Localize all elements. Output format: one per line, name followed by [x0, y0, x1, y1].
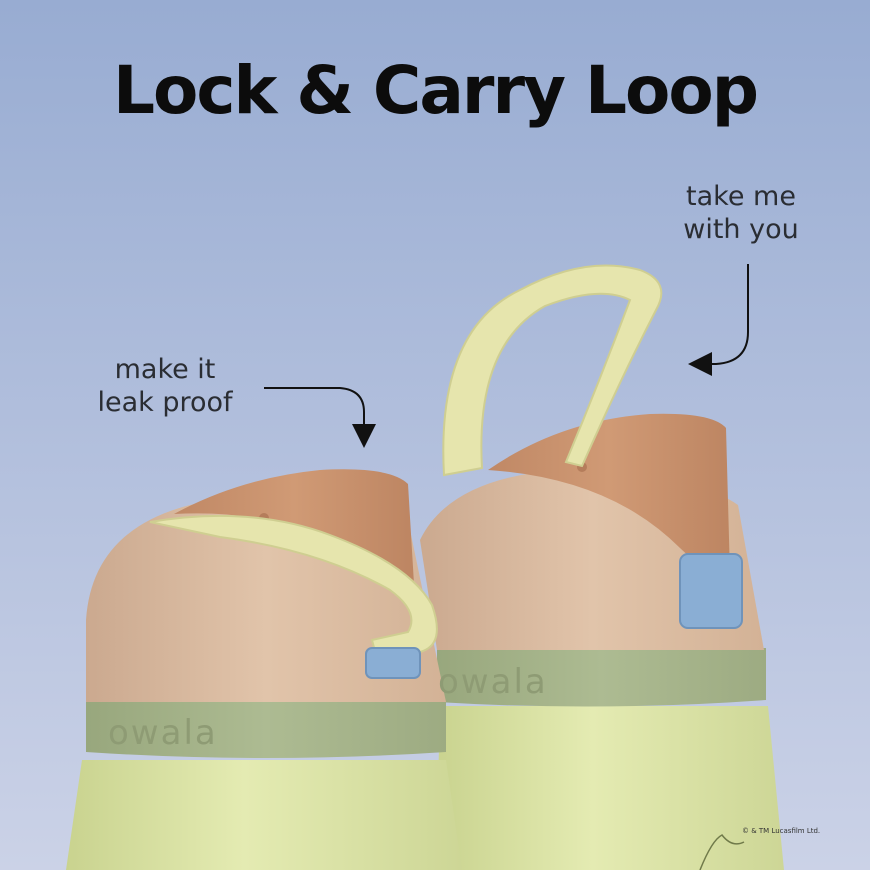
left-bottle-carry-loop	[149, 514, 438, 657]
right-bottle-band	[437, 648, 766, 707]
callout-leak-proof-line-1: make it	[114, 354, 216, 385]
arrow-carry-head	[688, 352, 712, 376]
right-bottle-doodle	[699, 834, 745, 870]
arrow-carry	[696, 264, 749, 365]
callout-leak-proof: make it leak proof	[78, 353, 252, 419]
left-bottle	[66, 469, 462, 870]
left-bottle-brand-logo: owala	[108, 713, 218, 753]
left-bottle-body	[66, 760, 462, 870]
right-bottle-lock-button	[679, 553, 743, 629]
callout-carry-line-2: with you	[683, 214, 799, 245]
right-bottle-brand-logo: owala	[438, 662, 548, 702]
left-bottle-lock-button	[365, 647, 421, 679]
callout-carry: take me with you	[662, 180, 820, 246]
callout-carry-line-1: take me	[686, 181, 796, 212]
left-bottle-band	[86, 700, 446, 758]
right-bottle-lid-cap	[488, 413, 730, 575]
copyright-notice: © & TM Lucasfilm Ltd.	[742, 827, 821, 835]
headline: Lock & Carry Loop	[113, 52, 759, 129]
right-bottle	[420, 264, 784, 870]
arrow-down-left	[264, 387, 365, 444]
callout-leak-proof-line-2: leak proof	[97, 387, 233, 418]
right-bottle-body	[436, 706, 784, 870]
arrow-down-left-head	[352, 424, 376, 448]
right-bottle-carry-loop	[442, 264, 663, 477]
